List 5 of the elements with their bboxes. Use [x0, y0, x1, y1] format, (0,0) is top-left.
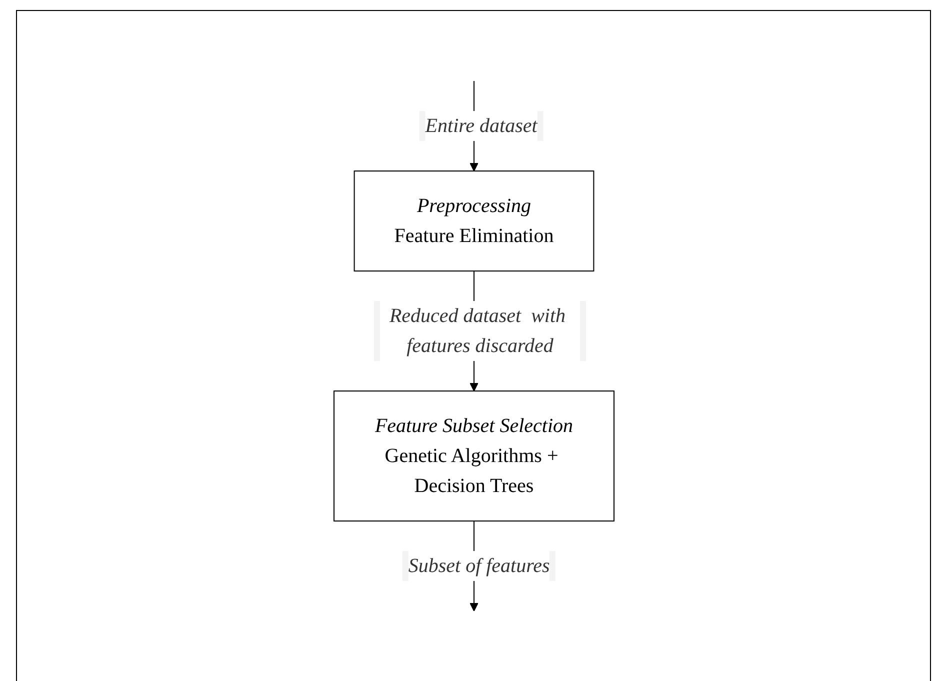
edge-label: Reduced dataset with features discarded: [388, 305, 566, 357]
edge-label: Subset of features: [408, 555, 550, 577]
edge-label: Entire dataset: [424, 115, 537, 137]
node-box: Preprocessing Feature Elimination: [353, 170, 594, 272]
node-box: Feature Subset Selection Genetic Algorithms + Decision Trees: [333, 390, 614, 522]
